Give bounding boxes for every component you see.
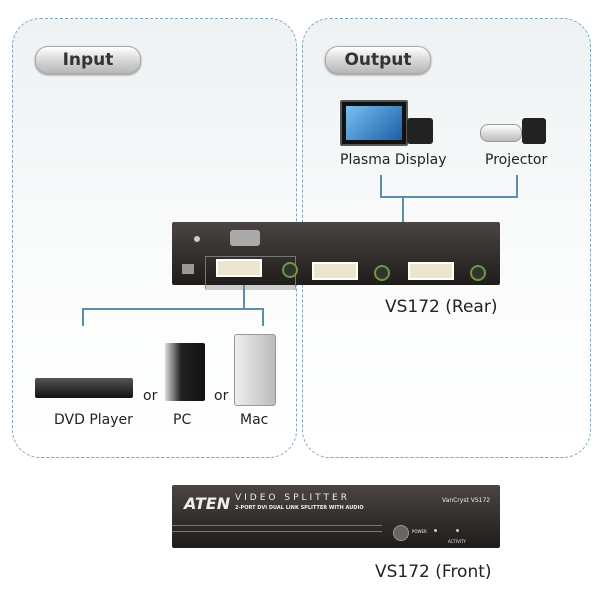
connector-line bbox=[262, 308, 264, 326]
activity-label: ACTIVITY bbox=[448, 539, 466, 544]
dvi-out-port-2 bbox=[408, 262, 454, 280]
dvi-in-port bbox=[216, 259, 262, 277]
rs232-port bbox=[230, 230, 260, 246]
connector-line bbox=[402, 196, 404, 222]
dvi-out-port-1 bbox=[312, 262, 358, 280]
speakers-icon bbox=[522, 118, 546, 144]
vs172-rear-device bbox=[172, 222, 500, 290]
projector-label: Projector bbox=[485, 152, 548, 168]
activity-led bbox=[456, 529, 459, 532]
connector-line bbox=[82, 308, 264, 310]
decor-stripes bbox=[172, 525, 382, 532]
output-title: Output bbox=[325, 46, 431, 74]
product-name: VIDEO SPLITTER bbox=[235, 493, 350, 503]
front-label: VS172 (Front) bbox=[375, 562, 492, 582]
dvd-player-icon bbox=[35, 378, 133, 398]
plasma-display-icon bbox=[340, 100, 408, 146]
audio-in-port bbox=[282, 262, 298, 278]
pc-icon bbox=[165, 343, 205, 401]
connector-line bbox=[82, 308, 84, 326]
product-subtitle: 2-PORT DVI DUAL LINK SPLITTER WITH AUDIO bbox=[235, 505, 364, 511]
mac-label: Mac bbox=[240, 412, 269, 428]
aten-logo: ATEN bbox=[184, 494, 231, 513]
or-label: or bbox=[214, 388, 229, 404]
or-label: or bbox=[143, 388, 158, 404]
mac-icon bbox=[234, 334, 276, 406]
audio-out-port-1 bbox=[374, 265, 390, 281]
rear-label: VS172 (Rear) bbox=[385, 297, 498, 317]
audio-out-port-2 bbox=[470, 265, 486, 281]
plasma-display-label: Plasma Display bbox=[340, 152, 447, 168]
vs172-front-device: ATEN VIDEO SPLITTER 2-PORT DVI DUAL LINK… bbox=[172, 485, 500, 548]
speakers-icon bbox=[407, 118, 433, 144]
connector-line bbox=[380, 175, 382, 197]
pc-label: PC bbox=[173, 412, 192, 428]
power-label: POWER bbox=[412, 529, 427, 534]
input-title: Input bbox=[35, 46, 141, 74]
projector-icon bbox=[480, 124, 522, 142]
power-button[interactable] bbox=[393, 525, 409, 541]
connector-line bbox=[243, 285, 245, 309]
dvd-player-label: DVD Player bbox=[54, 412, 133, 428]
model-label: VanCryst VS172 bbox=[442, 497, 491, 504]
power-jack bbox=[182, 264, 194, 274]
connector-line bbox=[516, 175, 518, 197]
connector-line bbox=[380, 196, 518, 198]
power-led bbox=[434, 529, 437, 532]
